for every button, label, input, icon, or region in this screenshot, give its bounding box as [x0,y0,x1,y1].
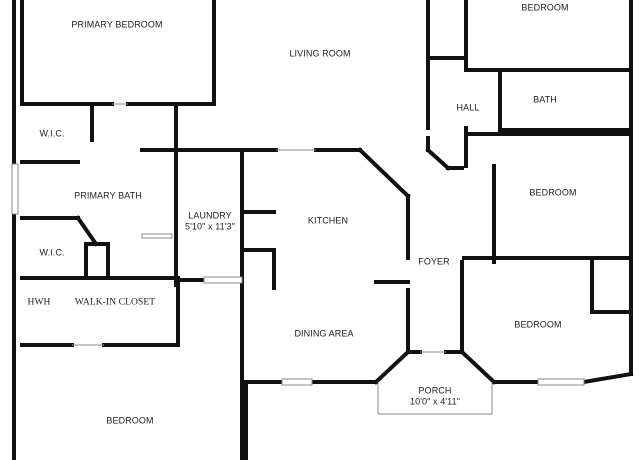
porch-railing [377,382,493,415]
room-label-bath: BATH [533,94,557,105]
room-label-wic-bottom: W.I.C. [39,247,65,258]
room-label-primary-bedroom: PRIMARY BEDROOM [71,19,163,30]
room-label-hwh: HWH [27,297,51,308]
room-label-kitchen: KITCHEN [307,215,349,226]
room-label-bedroom-lower-right: BEDROOM [514,319,562,330]
interior-walls [20,0,633,460]
room-label-living-room: LIVING ROOM [289,48,351,59]
room-label-bedroom-bottom-left: BEDROOM [106,415,154,426]
room-label-bedroom-top-right: BEDROOM [521,2,569,13]
room-label-foyer: FOYER [418,256,450,267]
room-label-walk-in-closet: WALK-IN CLOSET [74,297,156,308]
room-dim-laundry: 5'10" x 11'3" [185,221,235,232]
exterior-walls [12,0,634,460]
room-label-wic-top: W.I.C. [39,128,65,139]
room-label-porch: PORCH [418,385,452,396]
room-label-laundry: LAUNDRY [188,210,232,221]
room-label-primary-bath: PRIMARY BATH [74,190,142,201]
room-label-bedroom-mid-right: BEDROOM [529,187,577,198]
room-label-dining-area: DINING AREA [294,328,354,339]
room-dim-porch: 10'0" x 4'11" [410,396,460,407]
windows [11,163,585,386]
door-marks [72,103,446,353]
room-label-hall: HALL [456,102,480,113]
